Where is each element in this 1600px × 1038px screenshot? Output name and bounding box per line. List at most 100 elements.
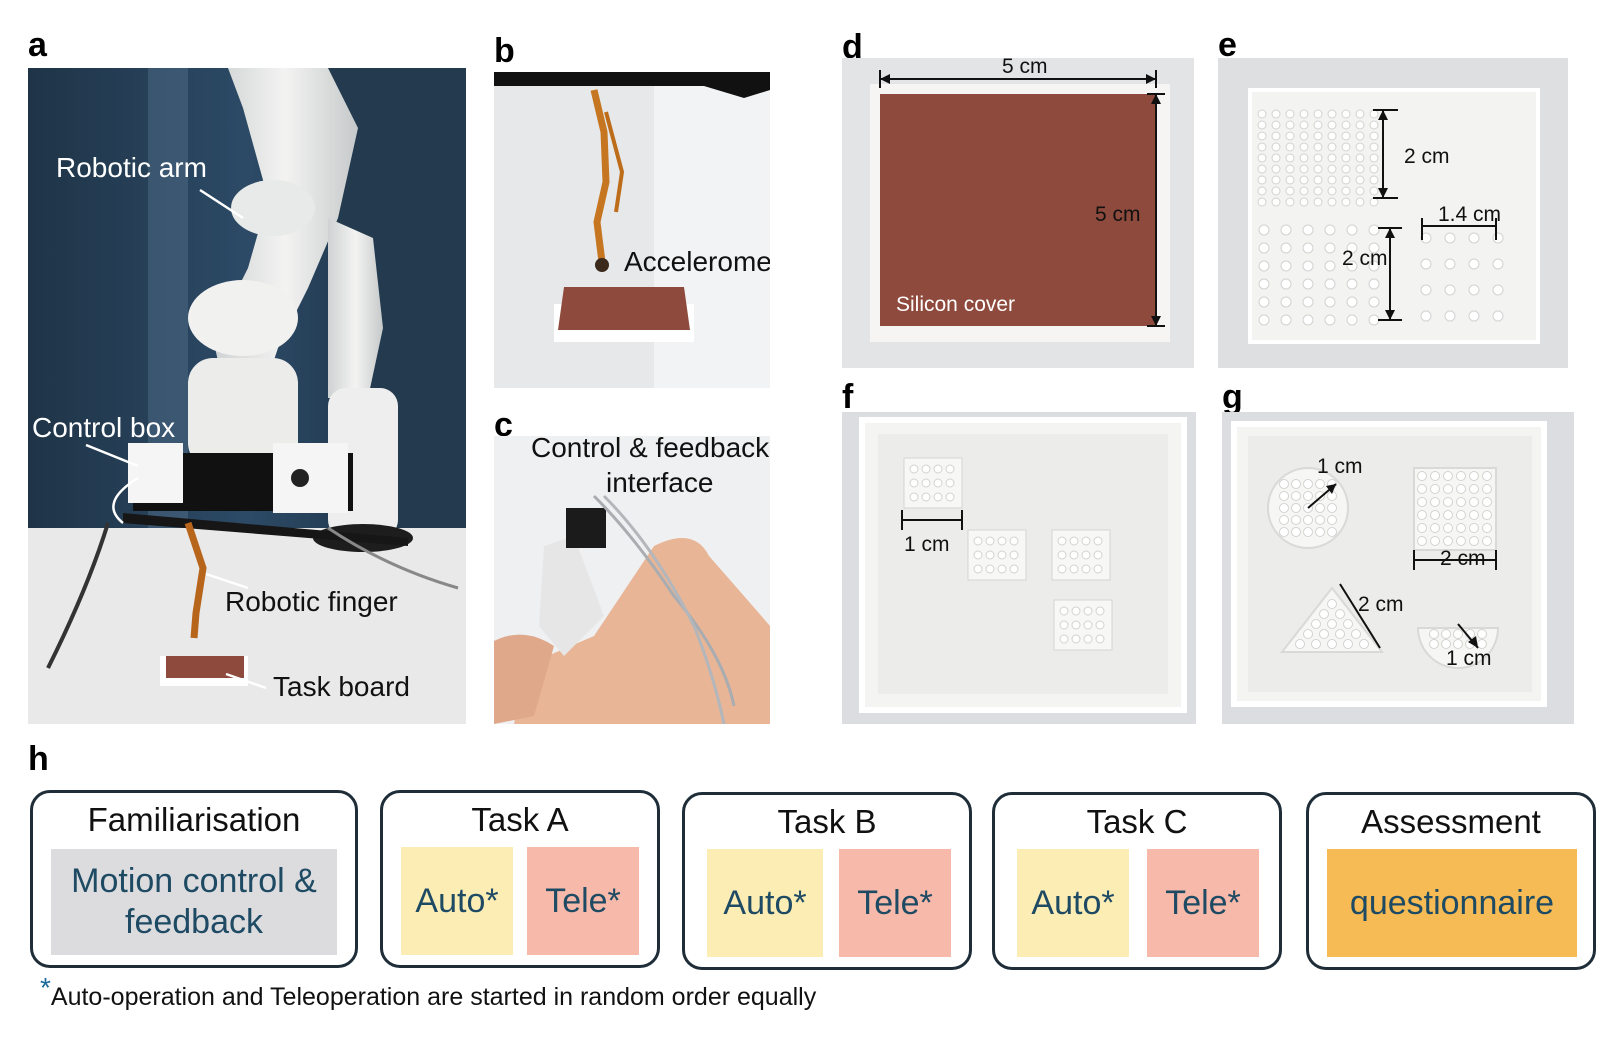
texture-dot [1444, 310, 1456, 322]
texture-dot [1456, 510, 1466, 520]
texture-dot [1285, 186, 1295, 196]
texture-dot [1355, 109, 1365, 119]
texture-dot [1346, 278, 1358, 290]
texture-dot [1444, 232, 1456, 244]
dim-height-5cm: 5 cm [1095, 203, 1141, 226]
texture-dot [1468, 258, 1480, 270]
texture-dot [1303, 491, 1313, 501]
texture-dot [1355, 175, 1365, 185]
texture-dot [1469, 536, 1479, 546]
texture-dot [1071, 620, 1081, 630]
texture-dot [1369, 197, 1379, 207]
texture-dot [1341, 142, 1351, 152]
texture-dot [1258, 260, 1270, 272]
texture-dot [1257, 197, 1267, 207]
dim-2cm-top: 2 cm [1404, 145, 1450, 168]
texture-dot [1368, 314, 1380, 326]
texture-dot [1453, 639, 1463, 649]
texture-dot [1279, 503, 1289, 513]
cell-motion-control-feedback: Motion control & feedback [51, 849, 337, 955]
texture-dot [1095, 606, 1105, 616]
texture-dot [1093, 564, 1103, 574]
texture-dot [945, 492, 955, 502]
texture-dot [933, 464, 943, 474]
texture-dot [1257, 142, 1267, 152]
texture-dot [1299, 120, 1309, 130]
texture-dot [997, 536, 1007, 546]
texture-dot [1327, 639, 1337, 649]
texture-dot [1477, 639, 1487, 649]
texture-dot [1355, 131, 1365, 141]
texture-dot [1315, 503, 1325, 513]
texture-dot [1299, 164, 1309, 174]
workflow-step-task-b: Task B Auto* Tele* [682, 792, 972, 970]
texture-dot [1468, 232, 1480, 244]
texture-dot [1081, 564, 1091, 574]
texture-dot [1368, 296, 1380, 308]
texture-dot [1341, 175, 1351, 185]
texture-dot [997, 550, 1007, 560]
label-silicon-cover: Silicon cover [896, 293, 1016, 316]
texture-dot [1468, 310, 1480, 322]
texture-dot [945, 464, 955, 474]
texture-dot [933, 478, 943, 488]
photo-control-feedback-interface: Control & feedback interface [494, 436, 770, 724]
texture-dot [1420, 284, 1432, 296]
texture-dot [1009, 550, 1019, 560]
texture-dot [1258, 242, 1270, 254]
texture-dot [1469, 471, 1479, 481]
texture-dot [1302, 260, 1314, 272]
texture-dot [1369, 153, 1379, 163]
texture-dot [1059, 606, 1069, 616]
texture-dot [1313, 197, 1323, 207]
texture-dot [1324, 242, 1336, 254]
texture-dot [1313, 153, 1323, 163]
cell-tele: Tele* [1147, 849, 1259, 957]
texture-dot [1456, 523, 1466, 533]
texture-dot [1368, 224, 1380, 236]
texture-dot [1081, 536, 1091, 546]
texture-dot [1482, 510, 1492, 520]
texture-dot [1441, 629, 1451, 639]
texture-dot [1291, 503, 1301, 513]
texture-dot [1285, 120, 1295, 130]
texture-dot [1430, 536, 1440, 546]
texture-dot [1351, 629, 1361, 639]
texture-dot [1324, 224, 1336, 236]
texture-dot [1279, 527, 1289, 537]
texture-dot [1291, 527, 1301, 537]
texture-dot [1069, 550, 1079, 560]
texture-dot [1280, 296, 1292, 308]
texture-dot [1341, 109, 1351, 119]
texture-dot [1319, 609, 1329, 619]
step-title: Familiarisation [87, 801, 301, 838]
texture-dot [1280, 242, 1292, 254]
texture-dot [1327, 164, 1337, 174]
photo-accelerometer: Accelerometer [494, 72, 770, 388]
texture-dot [1369, 186, 1379, 196]
texture-dot [985, 564, 995, 574]
label-accelerometer: Accelerometer [624, 246, 770, 277]
texture-dot [1071, 634, 1081, 644]
texture-dot [1456, 471, 1466, 481]
texture-dot [1313, 186, 1323, 196]
texture-dot [1430, 497, 1440, 507]
texture-dot [1420, 310, 1432, 322]
label-robotic-finger: Robotic finger [225, 586, 398, 617]
texture-dot [1341, 120, 1351, 130]
texture-dot [1368, 278, 1380, 290]
texture-dot [1069, 536, 1079, 546]
texture-dot [1443, 536, 1453, 546]
cell-auto: Auto* [1017, 849, 1129, 957]
texture-dot [1327, 599, 1337, 609]
texture-dot [985, 536, 995, 546]
texture-dot [1303, 527, 1313, 537]
texture-dot [921, 492, 931, 502]
texture-dot [1271, 186, 1281, 196]
panel-letter-a: a [28, 26, 47, 64]
footnote-text: Auto-operation and Teleoperation are sta… [50, 983, 817, 1011]
texture-dot [1327, 131, 1337, 141]
texture-dot [1311, 619, 1321, 629]
photo-robotic-arm-setup: Robotic arm Control box Robotic finger T… [28, 68, 466, 724]
cell-tele: Tele* [527, 847, 639, 955]
